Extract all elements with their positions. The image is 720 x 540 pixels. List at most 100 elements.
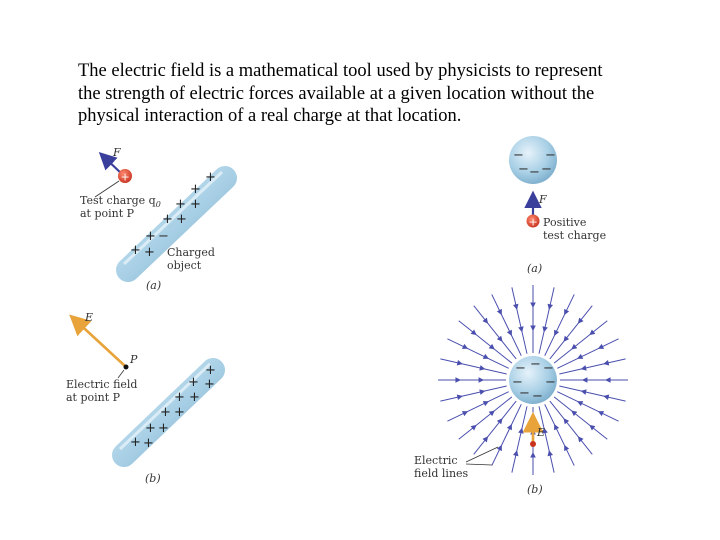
field-line xyxy=(553,320,608,364)
figure-right-bottom: − − − − − − − E Electric field lines (b) xyxy=(414,285,628,496)
field-line-arrowhead xyxy=(530,451,536,458)
svg-text:+: + xyxy=(174,405,185,420)
field-line-arrowhead xyxy=(571,343,578,350)
figure-left-top: + + + + + + + − + + F + Test charge q0 a… xyxy=(80,146,237,292)
field-line-arrowhead xyxy=(461,411,469,417)
positive-label-2: test charge xyxy=(543,229,606,242)
svg-text:−: − xyxy=(158,229,169,244)
svg-text:−: − xyxy=(512,375,523,390)
intro-paragraph: The electric field is a mathematical too… xyxy=(78,60,678,128)
field-line-arrowhead xyxy=(496,418,503,425)
svg-text:+: + xyxy=(190,197,201,212)
charged-object-label-2: object xyxy=(167,259,202,272)
caption-b-left: (b) xyxy=(145,472,161,485)
negative-sphere xyxy=(509,136,557,184)
field-line xyxy=(549,400,593,455)
sphere-charges-b: − − − − − − − xyxy=(512,357,556,404)
field-line-arrowhead xyxy=(597,411,605,417)
field-line xyxy=(458,320,513,364)
field-line xyxy=(447,338,509,369)
positive-charge-sign: + xyxy=(529,216,538,229)
field-arrow xyxy=(69,314,126,367)
svg-text:+: + xyxy=(205,363,216,378)
field-line-arrowhead xyxy=(563,418,570,425)
field-line-arrowhead xyxy=(563,335,570,342)
svg-text:−: − xyxy=(545,375,556,390)
svg-text:−: − xyxy=(519,386,530,401)
field-line-arrowhead xyxy=(530,325,536,332)
field-line-arrowhead xyxy=(470,329,477,336)
field-line xyxy=(557,338,619,369)
svg-text:+: + xyxy=(130,243,141,258)
field-line xyxy=(511,287,528,354)
svg-text:−: − xyxy=(530,357,541,372)
charged-object-label-1: Charged xyxy=(167,246,215,259)
field-line-arrowhead xyxy=(554,424,560,431)
force-label-right: F xyxy=(538,193,547,206)
field-line xyxy=(440,385,507,402)
field-line xyxy=(447,391,509,422)
field-line xyxy=(544,404,575,466)
field-label: E xyxy=(84,311,93,324)
field-line-arrowhead xyxy=(603,394,610,400)
field-line-arrowhead xyxy=(581,377,588,383)
caption-a-left: (a) xyxy=(146,279,161,292)
rod-charges-b: + + + + + + + + + + + xyxy=(130,363,216,451)
field-line-arrowhead xyxy=(542,427,548,434)
field-line-arrowhead xyxy=(513,303,519,310)
field-line xyxy=(538,406,555,473)
test-charge-label-2: at point P xyxy=(80,207,135,220)
field-line-arrowhead xyxy=(461,343,469,349)
svg-text:−: − xyxy=(513,148,524,163)
svg-text:+: + xyxy=(144,245,155,260)
svg-text:−: − xyxy=(515,361,526,376)
force-label: F xyxy=(112,146,121,159)
point-label: P xyxy=(129,353,138,366)
svg-text:+: + xyxy=(204,377,215,392)
svg-text:−: − xyxy=(529,165,540,180)
field-text-2: at point P xyxy=(66,391,121,404)
field-line xyxy=(559,358,626,375)
field-line xyxy=(538,287,555,354)
field-line-arrowhead xyxy=(456,394,463,400)
svg-text:+: + xyxy=(158,421,169,436)
field-line xyxy=(473,400,517,455)
field-line-arrowhead xyxy=(577,401,584,407)
field-line-arrowhead xyxy=(589,329,596,336)
svg-text:+: + xyxy=(189,390,200,405)
field-line-arrowhead xyxy=(482,353,489,359)
field-line-arrowhead xyxy=(547,450,553,457)
sphere-charges: − − − − − xyxy=(513,148,556,180)
paragraph-line-1: The electric field is a mathematical too… xyxy=(78,61,603,81)
field-line-arrowhead xyxy=(506,424,512,431)
charged-rod-b xyxy=(112,358,225,467)
caption-a-right: (a) xyxy=(527,262,542,275)
field-line xyxy=(491,294,522,356)
svg-text:+: + xyxy=(145,229,156,244)
positive-test-charge xyxy=(526,214,540,228)
field-line xyxy=(553,396,608,440)
field-line-arrowhead xyxy=(564,308,570,316)
field-line-arrowhead xyxy=(482,436,489,443)
svg-text:−: − xyxy=(545,148,556,163)
field-line-arrowhead xyxy=(488,410,495,417)
svg-text:+: + xyxy=(145,421,156,436)
field-line-arrowhead xyxy=(530,302,536,309)
field-line-arrowhead xyxy=(597,343,605,349)
test-charge-sign: + xyxy=(121,171,130,184)
caption-b-right: (b) xyxy=(527,483,543,496)
field-line-arrowhead xyxy=(603,360,610,366)
field-line-arrowhead xyxy=(479,365,486,371)
field-line-arrowhead xyxy=(482,401,489,407)
field-line xyxy=(559,385,626,402)
field-line xyxy=(544,294,575,356)
field-line-arrowhead xyxy=(577,317,584,324)
field-lines-label-2: field lines xyxy=(414,467,469,480)
svg-text:+: + xyxy=(143,436,154,451)
svg-text:+: + xyxy=(162,212,173,227)
field-line-arrowhead xyxy=(542,326,548,333)
field-line-arrowhead xyxy=(554,329,560,336)
field-line-arrowhead xyxy=(577,353,584,359)
svg-text:−: − xyxy=(518,162,529,177)
field-line xyxy=(491,404,522,466)
